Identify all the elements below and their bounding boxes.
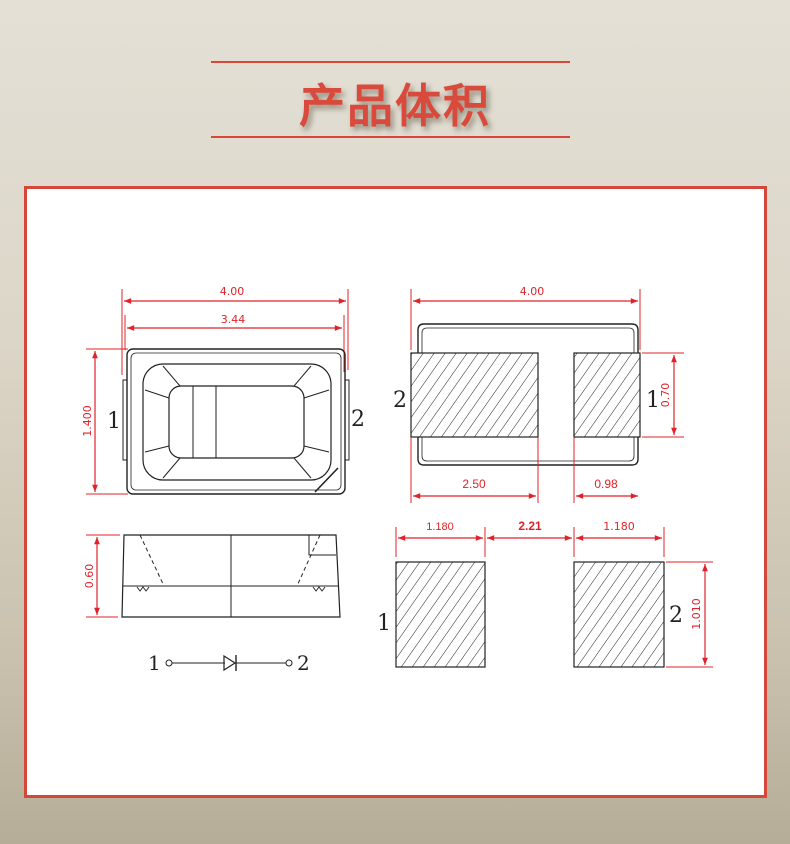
page-title: 产品体积 (299, 79, 491, 133)
bottom-pin-1-label: 1 (646, 388, 660, 413)
recommended-footprint: 1.180 2.21 1.180 1 2 1.010 (377, 519, 713, 668)
top-width-inner-label: 3.44 (221, 313, 246, 326)
side-view: 0.60 (83, 534, 341, 618)
diode-icon (223, 654, 237, 672)
footprint-pad-left-width-label: 1.180 (426, 521, 454, 533)
schematic-pin-2-label: 2 (297, 651, 310, 675)
top-width-outer-label: 4.00 (220, 285, 245, 298)
bottom-pad-left-width-label: 2.50 (462, 477, 486, 491)
footprint-pad-height-label: 1.010 (690, 598, 703, 630)
top-pin-2-label: 2 (351, 407, 365, 432)
dimension-drawing-frame (24, 186, 767, 798)
footprint-pad-right-width-label: 1.180 (603, 520, 635, 533)
title-bottom-rule (211, 136, 570, 138)
top-height-label: 1.400 (81, 405, 94, 437)
bottom-width-label: 4.00 (520, 285, 545, 298)
bottom-pin-2-label: 2 (393, 388, 407, 413)
title-top-rule (211, 61, 570, 63)
bottom-pad-height-label: 0.70 (659, 383, 672, 408)
footprint-gap-label: 2.21 (518, 519, 542, 533)
diode-schematic: 1 2 (148, 651, 310, 675)
bottom-view: 4.00 2 1 0.70 2.50 0.98 (393, 285, 684, 503)
top-view: 4.00 3.44 1.400 1 2 (81, 285, 365, 495)
schematic-pin-1-label: 1 (148, 651, 161, 675)
footprint-pin-2-label: 2 (669, 603, 683, 628)
side-height-label: 0.60 (83, 564, 96, 589)
bottom-pad-right-width-label: 0.98 (594, 477, 618, 491)
footprint-pin-1-label: 1 (377, 611, 391, 636)
top-pin-1-label: 1 (107, 409, 121, 434)
